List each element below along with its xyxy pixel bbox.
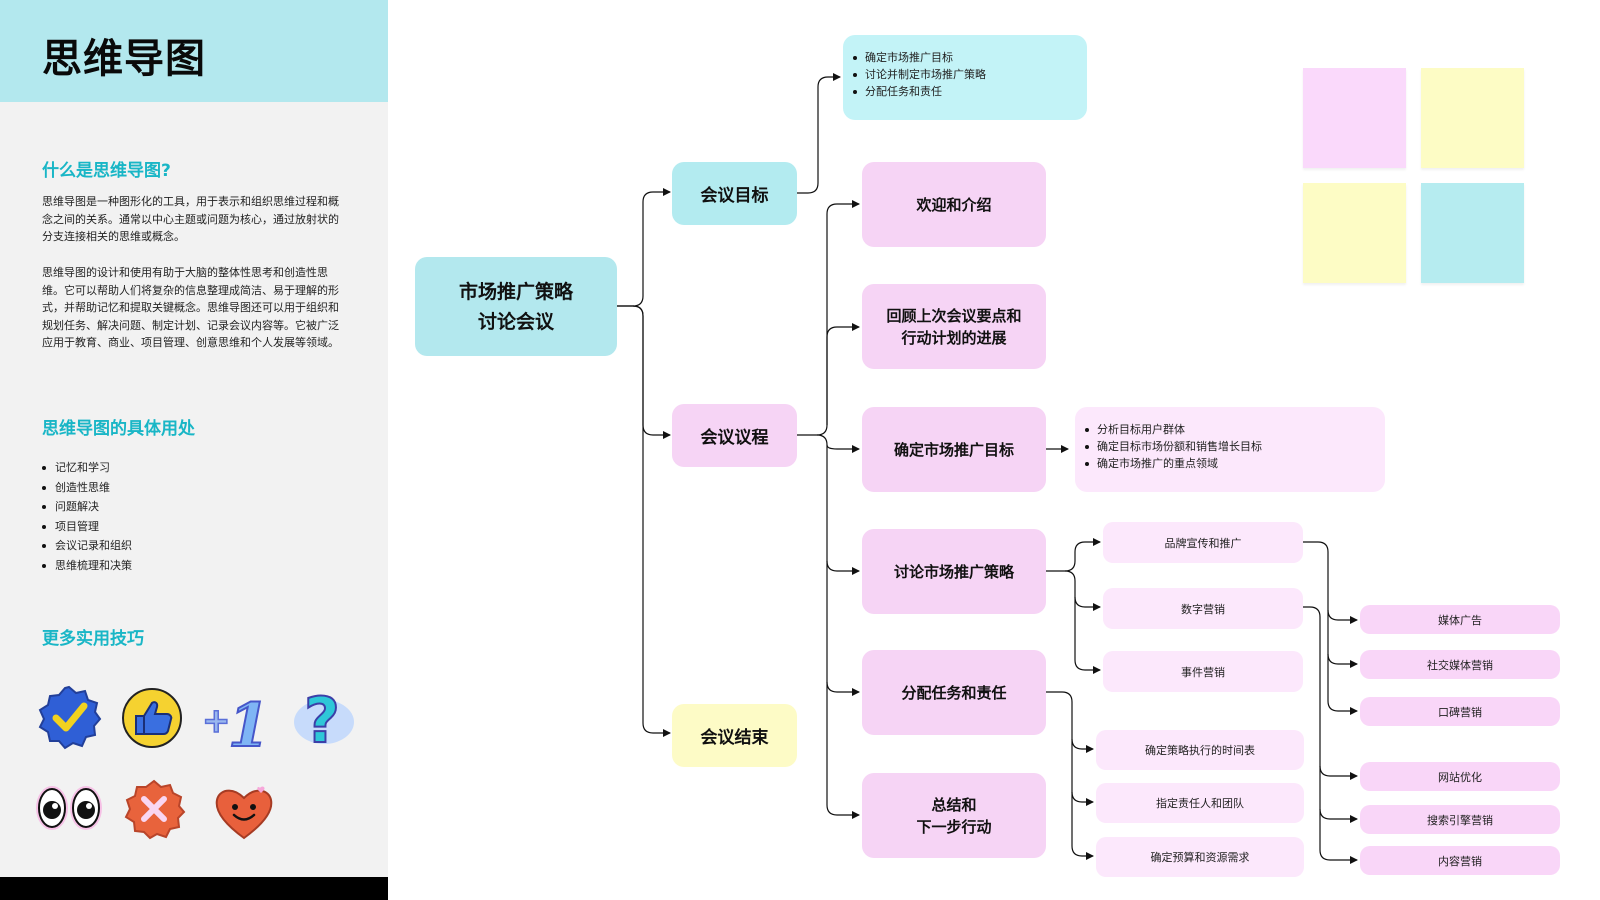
strategy-child-brand[interactable]: 品牌宣传和推广 xyxy=(1103,522,1303,563)
sticky-note-cyan[interactable] xyxy=(1421,183,1524,283)
goal-node[interactable]: 会议目标 xyxy=(672,162,797,225)
summary-line-2: 下一步行动 xyxy=(916,817,992,836)
review-line-2: 行动计划的进展 xyxy=(901,328,1007,347)
sticky-note-yellow-2[interactable] xyxy=(1303,183,1406,283)
list-item: 确定市场推广目标 xyxy=(853,49,1075,66)
sidebar: 思维导图 什么是思维导图? 思维导图是一种图形化的工具，用于表示和组织思维过程和… xyxy=(0,0,388,900)
plus-one-icon[interactable]: + 1 xyxy=(200,684,270,752)
agenda-item-assign[interactable]: 分配任务和责任 xyxy=(862,650,1046,735)
x-badge-icon[interactable] xyxy=(122,778,186,840)
what-is-heading: 什么是思维导图? xyxy=(42,161,171,181)
sticky-note-yellow[interactable] xyxy=(1421,68,1524,168)
list-item: 分析目标用户群体 xyxy=(1085,421,1373,438)
list-item: 思维梳理和决策 xyxy=(42,556,132,576)
summary-line-1: 总结和 xyxy=(931,795,977,814)
svg-text:1: 1 xyxy=(228,691,270,752)
brand-child-word-of-mouth[interactable]: 口碑营销 xyxy=(1360,697,1560,726)
uses-heading: 思维导图的具体用处 xyxy=(42,419,195,439)
assign-child-budget[interactable]: 确定预算和资源需求 xyxy=(1096,837,1304,877)
end-node[interactable]: 会议结束 xyxy=(672,704,797,767)
list-item: 问题解决 xyxy=(42,497,132,517)
list-item: 讨论并制定市场推广策略 xyxy=(853,66,1075,83)
list-item: 项目管理 xyxy=(42,517,132,537)
svg-text:+: + xyxy=(202,701,231,741)
root-node[interactable]: 市场推广策略 讨论会议 xyxy=(415,257,617,356)
list-item: 记忆和学习 xyxy=(42,458,132,478)
review-line-1: 回顾上次会议要点和 xyxy=(886,306,1022,325)
brand-child-media[interactable]: 媒体广告 xyxy=(1360,605,1560,634)
thumbs-up-icon[interactable] xyxy=(120,686,184,750)
list-item: 确定市场推广的重点领域 xyxy=(1085,455,1373,472)
strategy-child-digital[interactable]: 数字营销 xyxy=(1103,588,1303,629)
agenda-item-review[interactable]: 回顾上次会议要点和 行动计划的进展 xyxy=(862,284,1046,369)
list-item: 会议记录和组织 xyxy=(42,536,132,556)
what-is-paragraph-2: 思维导图的设计和使用有助于大脑的整体性思考和创造性思维。它可以帮助人们将复杂的信… xyxy=(42,266,339,349)
check-badge-icon[interactable] xyxy=(36,684,102,750)
eyes-icon[interactable] xyxy=(34,780,104,836)
digital-child-sem[interactable]: 搜索引擎营销 xyxy=(1360,805,1560,834)
smiling-heart-icon[interactable] xyxy=(212,782,276,842)
agenda-item-summary[interactable]: 总结和 下一步行动 xyxy=(862,773,1046,858)
tips-heading: 更多实用技巧 xyxy=(42,629,144,649)
page-title: 思维导图 xyxy=(42,36,206,82)
uses-list: 记忆和学习 创造性思维 问题解决 项目管理 会议记录和组织 思维梳理和决策 xyxy=(42,458,132,575)
agenda-item-targets[interactable]: 确定市场推广目标 xyxy=(862,407,1046,492)
bottom-bar xyxy=(0,877,388,900)
what-is-paragraph-1: 思维导图是一种图形化的工具，用于表示和组织思维过程和概念之间的关系。通常以中心主… xyxy=(42,195,339,243)
assign-child-owner[interactable]: 指定责任人和团队 xyxy=(1096,783,1304,823)
agenda-item-welcome[interactable]: 欢迎和介绍 xyxy=(862,162,1046,247)
agenda-item-strategy[interactable]: 讨论市场推广策略 xyxy=(862,529,1046,614)
assign-child-timeline[interactable]: 确定策略执行的时间表 xyxy=(1096,730,1304,770)
target-notes[interactable]: 分析目标用户群体 确定目标市场份额和销售增长目标 确定市场推广的重点领域 xyxy=(1075,407,1385,492)
strategy-child-event[interactable]: 事件营销 xyxy=(1103,651,1303,692)
root-line-2: 讨论会议 xyxy=(477,310,554,333)
digital-child-website[interactable]: 网站优化 xyxy=(1360,762,1560,791)
agenda-node[interactable]: 会议议程 xyxy=(672,404,797,467)
question-mark-icon[interactable]: ? xyxy=(290,682,358,752)
digital-child-content[interactable]: 内容营销 xyxy=(1360,846,1560,875)
goal-notes[interactable]: 确定市场推广目标 讨论并制定市场推广策略 分配任务和责任 xyxy=(843,35,1087,120)
list-item: 分配任务和责任 xyxy=(853,83,1075,100)
sticky-note-pink[interactable] xyxy=(1303,68,1406,168)
list-item: 确定目标市场份额和销售增长目标 xyxy=(1085,438,1373,455)
brand-child-social[interactable]: 社交媒体营销 xyxy=(1360,650,1560,679)
list-item: 创造性思维 xyxy=(42,478,132,498)
root-line-1: 市场推广策略 xyxy=(458,280,573,303)
sidebar-header: 思维导图 xyxy=(0,0,388,102)
svg-text:?: ? xyxy=(304,684,340,752)
